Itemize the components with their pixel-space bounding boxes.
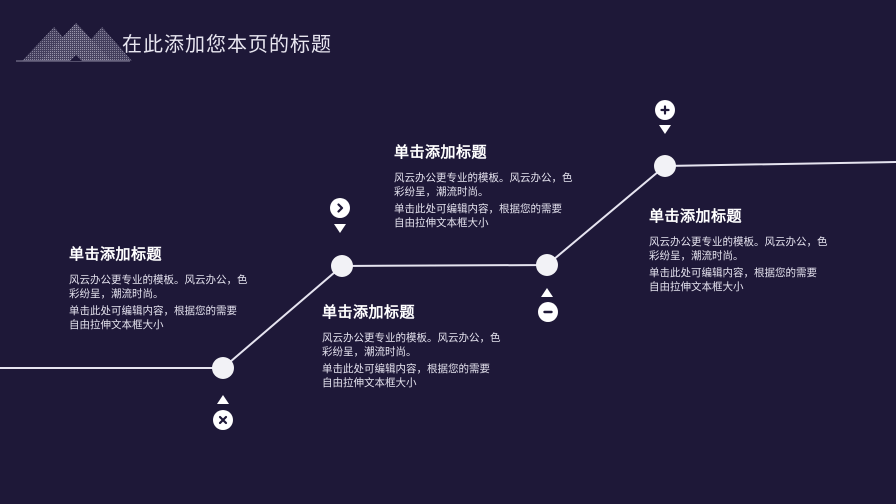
- arrow-up-icon: [541, 288, 553, 297]
- pyramid-logo-icon: [16, 23, 132, 62]
- minus-icon[interactable]: [538, 302, 558, 322]
- step-description[interactable]: 单击此处可编辑内容，根据您的需要自由拉伸文本框大小: [322, 363, 490, 389]
- page-title: 在此添加您本页的标题: [122, 32, 332, 56]
- step-description[interactable]: 单击此处可编辑内容，根据您的需要自由拉伸文本框大小: [394, 203, 562, 229]
- close-icon[interactable]: [213, 410, 233, 430]
- step-block-3: 单击添加标题 风云办公更专业的模板。风云办公，色彩纷呈，潮流时尚。 单击此处可编…: [394, 141, 594, 230]
- chevron-right-icon[interactable]: [330, 198, 350, 218]
- timeline-node-3: [536, 254, 558, 276]
- timeline-node-2: [331, 255, 353, 277]
- arrow-down-icon: [659, 125, 671, 134]
- step-description[interactable]: 风云办公更专业的模板。风云办公，色彩纷呈，潮流时尚。: [394, 172, 573, 198]
- step-block-4: 单击添加标题 风云办公更专业的模板。风云办公，色彩纷呈，潮流时尚。 单击此处可编…: [649, 205, 849, 294]
- step-description[interactable]: 风云办公更专业的模板。风云办公，色彩纷呈，潮流时尚。: [69, 274, 248, 300]
- step-title[interactable]: 单击添加标题: [322, 303, 416, 321]
- step-description[interactable]: 风云办公更专业的模板。风云办公，色彩纷呈，潮流时尚。: [649, 236, 828, 262]
- step-description[interactable]: 单击此处可编辑内容，根据您的需要自由拉伸文本框大小: [69, 305, 237, 331]
- step-title[interactable]: 单击添加标题: [649, 207, 743, 225]
- timeline-node-1: [212, 357, 234, 379]
- plus-icon[interactable]: [655, 100, 675, 120]
- step-title[interactable]: 单击添加标题: [69, 245, 163, 263]
- arrow-up-icon: [217, 395, 229, 404]
- step-description[interactable]: 单击此处可编辑内容，根据您的需要自由拉伸文本框大小: [649, 267, 817, 293]
- timeline-node-4: [654, 155, 676, 177]
- step-title[interactable]: 单击添加标题: [394, 143, 488, 161]
- step-description[interactable]: 风云办公更专业的模板。风云办公，色彩纷呈，潮流时尚。: [322, 332, 501, 358]
- step-block-2: 单击添加标题 风云办公更专业的模板。风云办公，色彩纷呈，潮流时尚。 单击此处可编…: [322, 301, 522, 390]
- step-block-1: 单击添加标题 风云办公更专业的模板。风云办公，色彩纷呈，潮流时尚。 单击此处可编…: [69, 243, 269, 332]
- arrow-down-icon: [334, 224, 346, 233]
